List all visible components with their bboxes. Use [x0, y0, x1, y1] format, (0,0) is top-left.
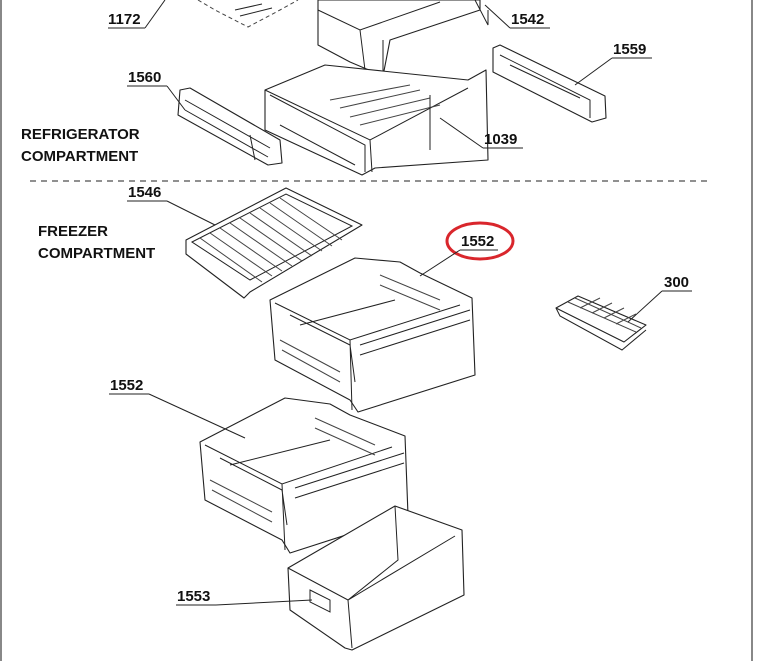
part-300-ice-tray — [555, 295, 647, 351]
part-1559-drawer-front — [492, 44, 607, 123]
label-1552-top[interactable]: 1552 — [461, 233, 494, 250]
callout-1552-bottom: 1552 — [109, 377, 246, 439]
callout-1542: 1542 — [484, 4, 550, 29]
part-1546-shelf — [185, 187, 363, 299]
label-1560: 1560 — [128, 69, 161, 86]
part-1172-shelf — [197, 0, 299, 28]
callout-1553: 1553 — [176, 588, 313, 606]
label-1559: 1559 — [613, 41, 646, 58]
refrigerator-section-label-line1: REFRIGERATOR — [21, 126, 140, 143]
part-1553-drawer — [287, 505, 465, 651]
callout-300: 300 — [627, 274, 692, 323]
label-1542: 1542 — [511, 11, 544, 28]
callout-1552-top: 1552 — [419, 221, 515, 277]
part-1542-bin — [317, 0, 489, 77]
callout-1172: 1172 — [108, 0, 166, 29]
part-1552-drawer-top — [269, 257, 476, 413]
highlight-circle — [445, 221, 515, 261]
label-1039: 1039 — [484, 131, 517, 148]
frame-border-right — [751, 0, 753, 661]
label-1552-bottom: 1552 — [110, 377, 143, 394]
callout-1039: 1039 — [439, 117, 523, 149]
refrigerator-section-label-line2: COMPARTMENT — [21, 148, 138, 165]
part-1552-drawer-bottom — [199, 397, 409, 554]
callout-1559: 1559 — [574, 41, 652, 86]
callout-1560: 1560 — [127, 69, 186, 111]
freezer-section-label-line2: COMPARTMENT — [38, 245, 155, 262]
part-1560-drawer-front — [177, 87, 283, 166]
part-1039-drawer — [264, 64, 489, 176]
freezer-section-label-line1: FREEZER — [38, 223, 108, 240]
label-1172: 1172 — [108, 11, 141, 28]
frame-border-left — [0, 0, 2, 661]
label-1553: 1553 — [177, 588, 210, 605]
callout-1546: 1546 — [127, 184, 216, 226]
label-1546: 1546 — [128, 184, 161, 201]
label-300: 300 — [664, 274, 689, 291]
